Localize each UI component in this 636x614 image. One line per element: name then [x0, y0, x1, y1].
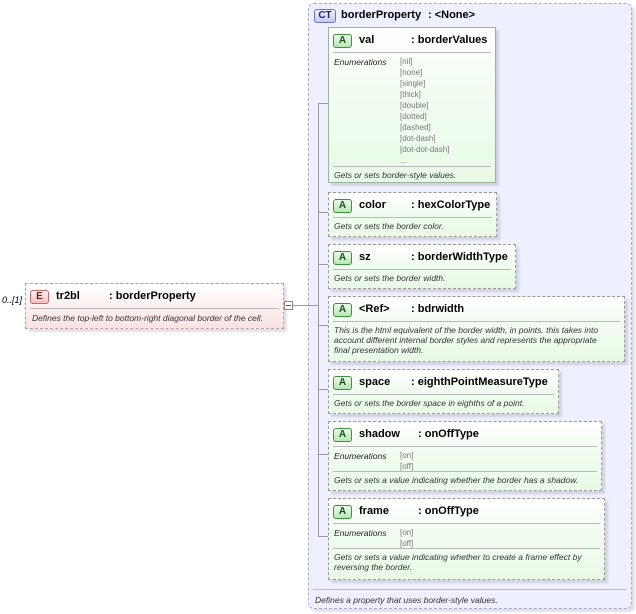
- enumeration-value: [on]: [400, 528, 414, 537]
- attribute-badge: A: [333, 199, 352, 213]
- element-badge: E: [30, 290, 49, 304]
- enumeration-value: [double]: [400, 101, 429, 110]
- enumeration-value: [single]: [400, 79, 426, 88]
- attribute-name: val: [359, 34, 375, 46]
- element-name: tr2bl: [56, 290, 80, 302]
- description-line: final presentation width.: [334, 345, 424, 355]
- element-description: Defines the top-left to bottom-right dia…: [32, 313, 264, 323]
- element-tr2bl-box[interactable]: E tr2bl : borderProperty Defines the top…: [25, 283, 284, 329]
- attribute-type: : bdrwidth: [411, 303, 465, 315]
- description-line: This is the html equivalent of the borde…: [334, 325, 599, 335]
- enumeration-list: [on] [off]: [400, 450, 413, 472]
- enumeration-list: [on] [off]: [400, 527, 413, 549]
- enumerations-label: Enumerations: [334, 528, 387, 538]
- complextype-type: : <None>: [428, 9, 476, 21]
- attribute-badge: A: [333, 251, 352, 265]
- attribute-type: : eighthPointMeasureType: [411, 376, 548, 388]
- enumeration-value: ...: [400, 156, 407, 165]
- attribute-description: Gets or sets a value indicating whether …: [334, 475, 579, 485]
- attribute-color-box[interactable]: A color : hexColorType Gets or sets the …: [328, 192, 497, 237]
- enumeration-value: [thick]: [400, 90, 421, 99]
- attribute-name: space: [359, 376, 391, 388]
- attribute-bdrwidth-box[interactable]: A <Ref> : bdrwidth This is the html equi…: [328, 296, 625, 362]
- attribute-name: <Ref>: [359, 303, 390, 315]
- attribute-type: : borderWidthType: [411, 251, 508, 263]
- attribute-connector-vertical: [318, 103, 319, 536]
- attribute-val-box[interactable]: A val : borderValues Enumerations [nil] …: [328, 27, 496, 183]
- complextype-badge: CT: [314, 9, 336, 23]
- attribute-name: shadow: [359, 428, 400, 440]
- attribute-sz-box[interactable]: A sz : borderWidthType Gets or sets the …: [328, 244, 516, 289]
- enumeration-value: [none]: [400, 68, 423, 77]
- attribute-frame-box[interactable]: A frame : onOffType Enumerations [on] [o…: [328, 498, 605, 580]
- attribute-type: : onOffType: [418, 505, 479, 517]
- enumeration-value: [dashed]: [400, 123, 431, 132]
- attribute-description: This is the html equivalent of the borde…: [334, 325, 598, 355]
- description-line: account different internal border styles…: [334, 335, 597, 345]
- attribute-type: : borderValues: [411, 34, 488, 46]
- description-line: reversing the border.: [334, 562, 413, 572]
- enumeration-list: [nil] [none] [single] [thick] [double] […: [400, 56, 449, 166]
- element-type: : borderProperty: [109, 290, 196, 302]
- attribute-description: Gets or sets the border width.: [334, 273, 446, 283]
- attribute-description: Gets or sets a value indicating whether …: [334, 552, 582, 572]
- enumeration-value: [dot-dash]: [400, 134, 436, 143]
- attribute-description: Gets or sets the border space in eighths…: [334, 398, 525, 408]
- complextype-name: borderProperty: [341, 9, 422, 21]
- enumerations-label: Enumerations: [334, 57, 387, 67]
- attribute-type: : onOffType: [418, 428, 479, 440]
- enumeration-value: [off]: [400, 462, 414, 471]
- attribute-badge: A: [333, 303, 352, 317]
- enumeration-value: [off]: [400, 539, 414, 548]
- description-line: Gets or sets a value indicating whether …: [334, 552, 582, 562]
- attribute-badge: A: [333, 376, 352, 390]
- attribute-shadow-box[interactable]: A shadow : onOffType Enumerations [on] […: [328, 421, 602, 491]
- connector-line: [293, 305, 308, 306]
- collapse-toggle[interactable]: [284, 301, 293, 310]
- attribute-space-box[interactable]: A space : eighthPointMeasureType Gets or…: [328, 369, 559, 414]
- enumeration-value: [nil]: [400, 57, 413, 66]
- attribute-badge: A: [333, 505, 352, 519]
- attribute-type: : hexColorType: [411, 199, 491, 211]
- enumeration-value: [on]: [400, 451, 414, 460]
- complextype-description: Defines a property that uses border-styl…: [315, 595, 498, 605]
- attribute-name: frame: [359, 505, 389, 517]
- attribute-description: Gets or sets border-style values.: [334, 170, 457, 180]
- attribute-description: Gets or sets the border color.: [334, 221, 444, 231]
- attribute-badge: A: [333, 428, 352, 442]
- attribute-name: color: [359, 199, 386, 211]
- enumeration-value: [dot-dot-dash]: [400, 145, 450, 154]
- enumeration-value: [dotted]: [400, 112, 427, 121]
- enumerations-label: Enumerations: [334, 451, 387, 461]
- attribute-name: sz: [359, 251, 371, 263]
- element-multiplicity: 0..[1]: [2, 295, 23, 305]
- attribute-badge: A: [333, 34, 352, 48]
